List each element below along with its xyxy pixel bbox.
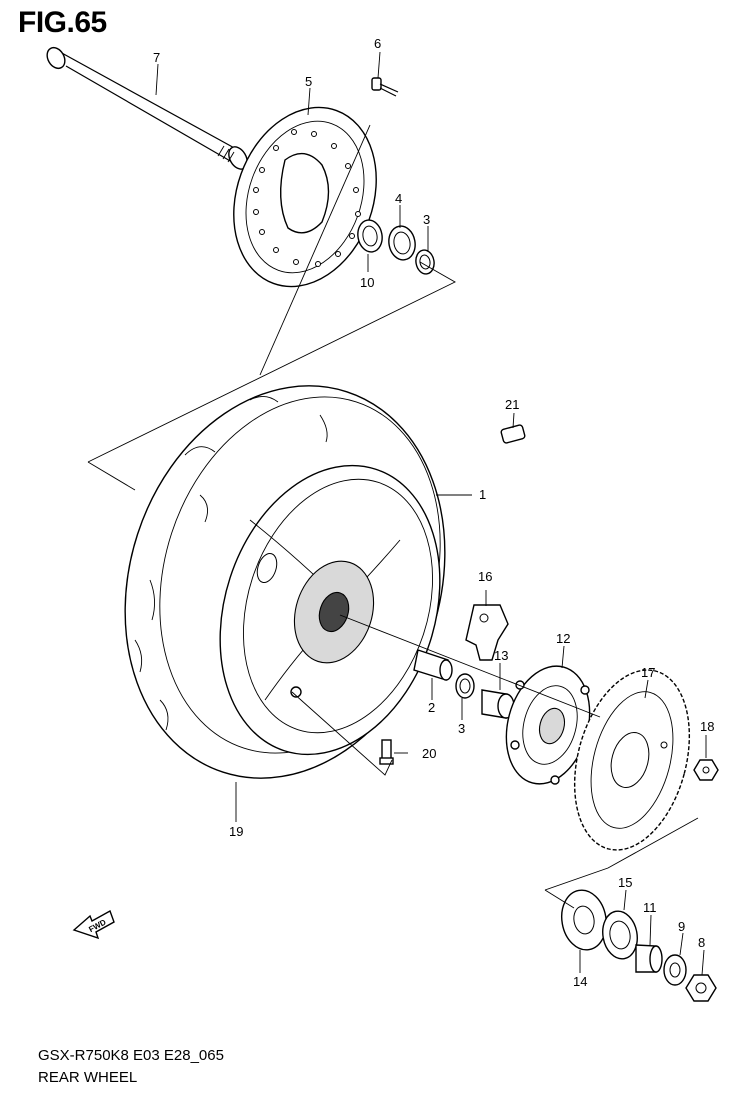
callout-14: 14	[573, 974, 587, 989]
callout-2: 2	[428, 700, 435, 715]
callout-20: 20	[422, 746, 436, 761]
callout-13: 13	[494, 648, 508, 663]
part-rear-sprocket[interactable]	[556, 657, 708, 863]
callout-7: 7	[153, 50, 160, 65]
part-bearing-3-upper[interactable]	[414, 249, 436, 276]
part-spacer-11[interactable]	[635, 944, 663, 973]
fwd-direction-arrow: FWD	[72, 909, 115, 940]
part-axle-nut-8[interactable]	[685, 974, 717, 1002]
callout-17: 17	[641, 665, 655, 680]
callout-12: 12	[556, 631, 570, 646]
callout-3-lower: 3	[458, 721, 465, 736]
figure-title: FIG.65	[18, 6, 107, 39]
part-tire-valve[interactable]	[379, 739, 394, 765]
part-spacer-2[interactable]	[413, 649, 453, 681]
callout-8: 8	[698, 935, 705, 950]
callout-6: 6	[374, 36, 381, 51]
part-sprocket-nut[interactable]	[693, 759, 719, 781]
callout-11: 11	[643, 900, 657, 915]
callout-15: 15	[618, 875, 632, 890]
callout-21: 21	[505, 397, 519, 412]
callout-16: 16	[478, 569, 492, 584]
part-bearing-3-lower[interactable]	[455, 673, 475, 699]
callout-18: 18	[700, 719, 714, 734]
part-disc-bolt[interactable]	[371, 77, 399, 97]
part-axle[interactable]	[44, 44, 251, 172]
part-spacer-10[interactable]	[355, 218, 384, 254]
callout-5: 5	[305, 74, 312, 89]
part-balance-weight[interactable]	[500, 424, 526, 444]
callout-labels: 1 2 3 3 4 5 6 7 8 9 10 11 12 13 14 15 16…	[153, 36, 714, 989]
callout-1: 1	[479, 487, 486, 502]
section-name: REAR WHEEL	[38, 1069, 138, 1086]
part-brake-bracket[interactable]	[465, 604, 509, 661]
part-oil-seal-15[interactable]	[599, 908, 641, 961]
part-washer-9[interactable]	[663, 954, 687, 986]
callout-3-upper: 3	[423, 212, 430, 227]
part-wheel-rim[interactable]	[184, 437, 475, 783]
callout-10: 10	[360, 275, 374, 290]
callout-4: 4	[395, 191, 402, 206]
part-brake-disc[interactable]	[210, 87, 401, 306]
part-sprocket-drum[interactable]	[494, 657, 602, 794]
model-code: GSX-R750K8 E03 E28_065	[38, 1047, 224, 1064]
leader-lines	[155, 51, 707, 976]
callout-9: 9	[678, 919, 685, 934]
part-bearing-14[interactable]	[557, 887, 611, 954]
part-oil-seal-4[interactable]	[386, 224, 418, 262]
callout-19: 19	[229, 824, 243, 839]
